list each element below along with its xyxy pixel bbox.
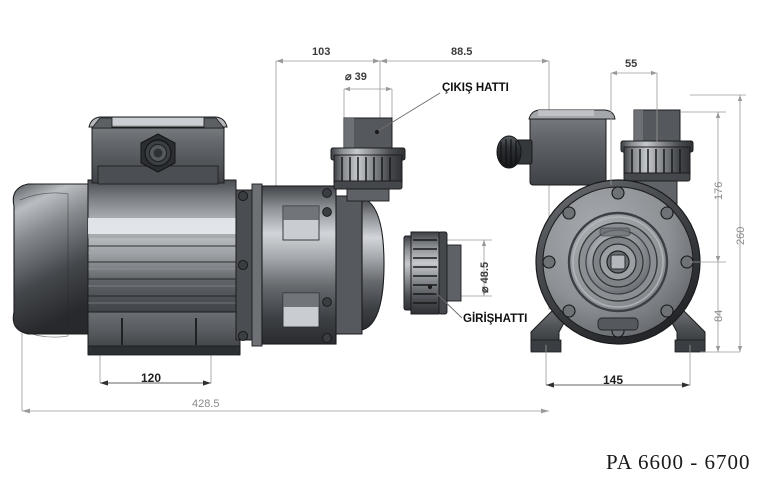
- dim-side-foot-120: 120: [141, 371, 162, 385]
- dim-outlet-bore-39: ⌀ 39: [345, 71, 367, 83]
- dim-front-176: 176: [713, 181, 725, 200]
- front-view-dimensions: [545, 70, 746, 388]
- dim-front-260: 260: [735, 226, 747, 245]
- dim-front-foot-145: 145: [603, 373, 624, 387]
- pump-side-view: [12, 92, 463, 356]
- dim-inlet-bore-48-5: ⌀ 48.5: [479, 261, 491, 293]
- label-outlet-line: ÇIKIŞ HATTI: [442, 82, 509, 94]
- dim-overall-length-428-5: 428.5: [192, 398, 220, 410]
- drawing-title: PA 6600 - 6700: [606, 450, 751, 474]
- label-inlet-line: GİRİŞHATTI: [463, 313, 528, 325]
- pump-front-view: [496, 109, 706, 353]
- dim-side-103: 103: [312, 46, 331, 58]
- dim-side-88-5: 88.5: [451, 46, 473, 58]
- dim-front-outlet-55: 55: [625, 58, 638, 70]
- dim-front-84: 84: [713, 309, 725, 322]
